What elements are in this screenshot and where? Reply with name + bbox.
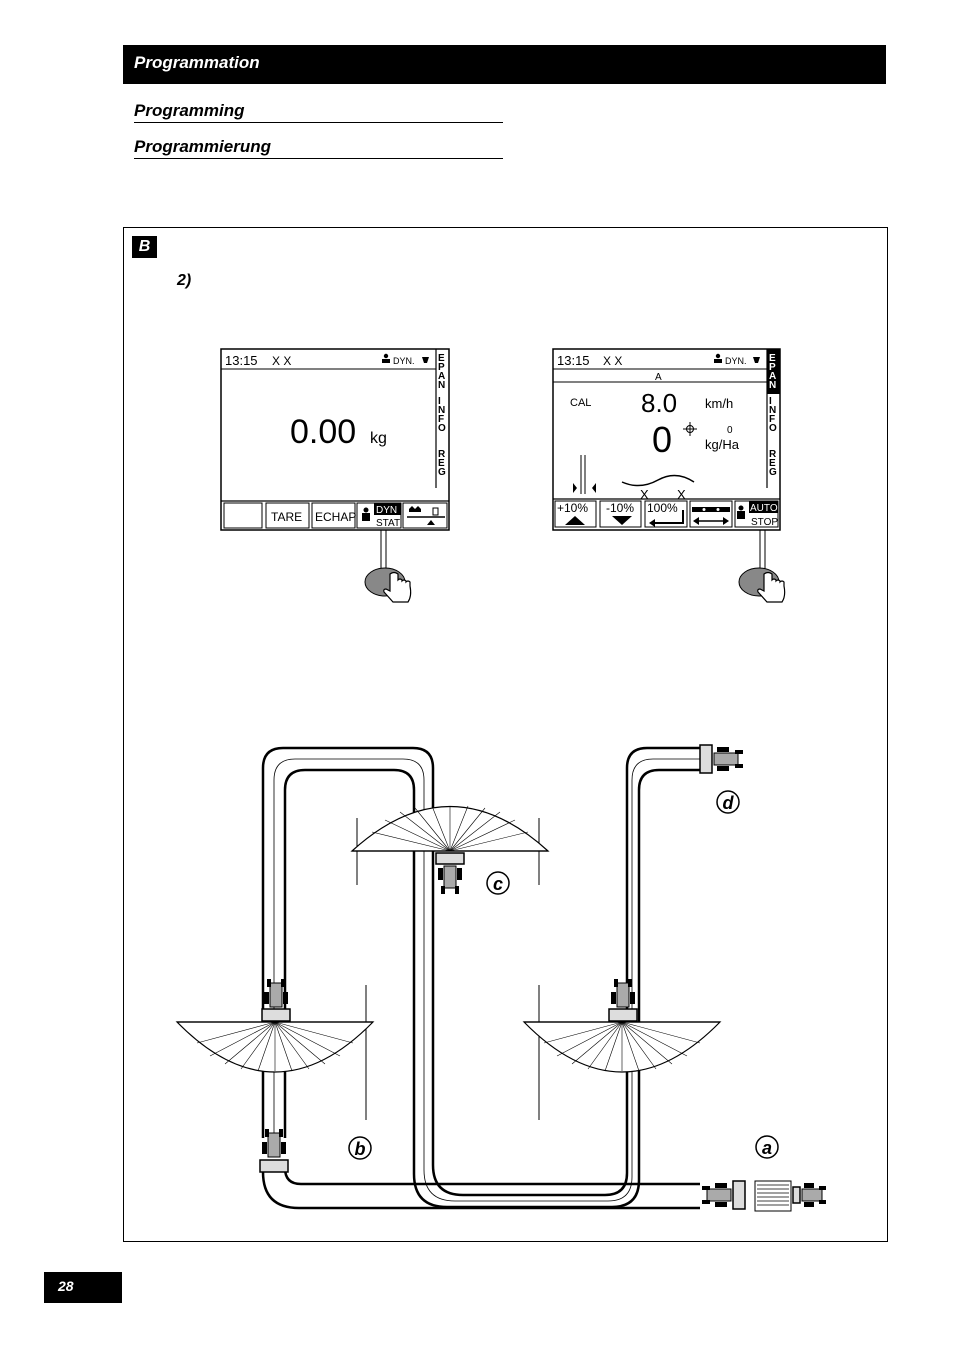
tractor-icon — [261, 979, 291, 1022]
label-b: b — [348, 1136, 372, 1160]
status-text: X X — [272, 354, 291, 368]
page-title: Programmation — [134, 53, 260, 72]
press-indicator-right — [738, 530, 786, 603]
weighing-button[interactable] — [402, 502, 448, 529]
subtitle-german: Programmierung — [134, 137, 503, 159]
track-centerline — [273, 758, 700, 1202]
plus-10-button[interactable] — [554, 500, 597, 528]
stop-label: STOP — [751, 517, 778, 528]
stat-label: STAT — [376, 518, 400, 529]
status-text: X X — [603, 354, 622, 368]
escape-button[interactable] — [311, 502, 356, 529]
arrow-up-icon — [565, 516, 585, 525]
return-arrow-icon — [649, 510, 684, 527]
mode-text: DYN. — [393, 356, 415, 366]
weight-unit: kg — [370, 430, 387, 447]
tare-button[interactable] — [265, 502, 310, 529]
clock-text: 13:15 — [225, 353, 258, 368]
header-bar — [123, 45, 886, 84]
spread-fan-a — [522, 1021, 722, 1073]
width-adjust-button[interactable] — [689, 500, 733, 528]
dose-unit: kg/Ha — [705, 437, 740, 452]
spread-fan-b — [175, 1021, 375, 1073]
tractor-icon — [699, 744, 743, 774]
dose-value: 0 — [652, 419, 672, 460]
arrow-down-icon — [612, 516, 632, 525]
hopper-icon — [753, 357, 760, 363]
subtitle-english: Programming — [134, 101, 503, 123]
spread-fan-c — [350, 805, 550, 852]
minus-10-label: -10% — [606, 501, 634, 515]
figure-frame — [123, 227, 888, 1242]
tractor-icon — [435, 852, 465, 894]
mode-text: DYN. — [725, 356, 747, 366]
minus-10-button[interactable] — [599, 500, 642, 528]
plus-10-label: +10% — [557, 501, 588, 515]
reset-100-label: 100% — [647, 501, 678, 515]
clock-text: 13:15 — [557, 353, 590, 368]
operator-icon — [714, 353, 722, 363]
operator-icon — [382, 353, 390, 363]
svg-text:a: a — [762, 1138, 772, 1158]
hopper-icon — [422, 357, 429, 363]
tractor-icon — [702, 1180, 746, 1210]
tare-label: TARE — [271, 510, 302, 524]
scale-icon — [407, 506, 445, 525]
label-c: c — [486, 871, 510, 895]
svg-text:X: X — [677, 487, 686, 502]
sub-header-text: A — [655, 372, 662, 383]
pointing-hand-icon — [383, 571, 412, 603]
spread-strip-icon — [754, 1180, 792, 1212]
tractor-icon — [608, 979, 638, 1022]
figure-badge: B — [132, 236, 157, 258]
width-arrows-icon — [692, 507, 730, 525]
reset-100-button[interactable] — [644, 500, 688, 528]
svg-text:d: d — [723, 793, 735, 813]
page-number: 28 — [44, 1272, 122, 1303]
auto-label: AUTO — [750, 503, 778, 514]
softkey-blank[interactable] — [223, 502, 263, 529]
press-indicator-left — [364, 530, 412, 603]
operator-key-icon — [737, 505, 745, 519]
pointing-hand-icon — [757, 571, 786, 603]
operator-key-icon — [362, 507, 370, 521]
flow-gate-indicator — [573, 455, 596, 494]
step-label: 2) — [177, 272, 192, 289]
dose-small-value: 0 — [727, 425, 733, 436]
tractor-icon — [259, 1129, 289, 1173]
speed-unit: km/h — [705, 396, 733, 411]
escape-label: ECHAP — [315, 510, 356, 524]
svg-text:b: b — [355, 1139, 366, 1159]
weight-value: 0.00 — [290, 413, 356, 451]
calibration-label: CAL — [570, 397, 591, 409]
dyn-label: DYN — [376, 505, 397, 516]
spread-pattern-icon: X X — [621, 474, 695, 502]
svg-text:c: c — [493, 874, 503, 894]
target-icon — [683, 422, 697, 436]
label-d: d — [716, 790, 740, 814]
label-a: a — [755, 1135, 779, 1159]
speed-value: 8.0 — [641, 388, 677, 418]
svg-text:X: X — [640, 487, 649, 502]
tractor-icon — [792, 1183, 826, 1207]
